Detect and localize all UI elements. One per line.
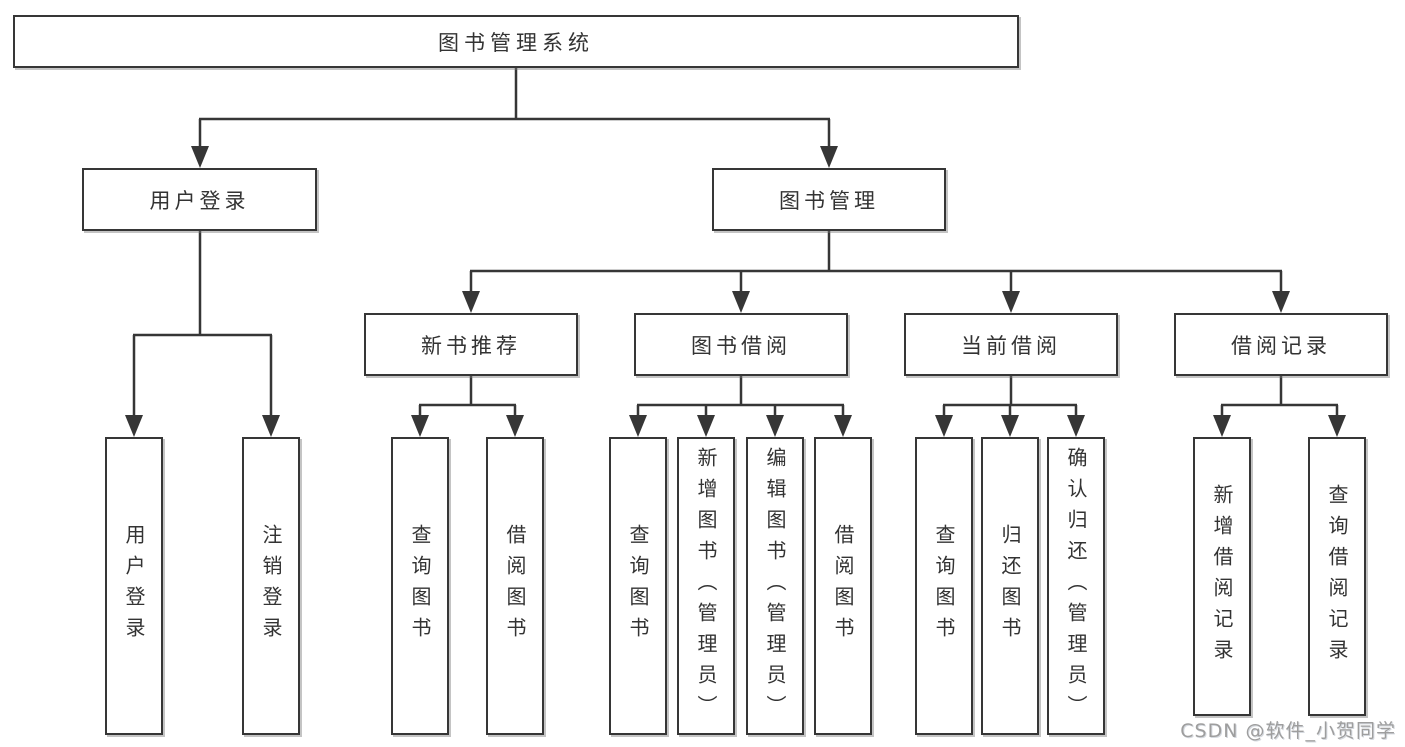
leaf-records-query-record: 查询借阅记录 xyxy=(1308,437,1366,716)
leaf-newbook-borrow-books-label: 借阅图书 xyxy=(503,524,527,648)
leaf-newbook-query-books-label: 查询图书 xyxy=(408,524,432,648)
leaf-borrow-edit-books-admin-label: 编辑图书（管理员） xyxy=(763,446,787,726)
leaf-user-login: 用户登录 xyxy=(105,437,163,735)
node-root-label: 图书管理系统 xyxy=(438,30,594,55)
leaf-borrow-add-books-admin-label: 新增图书（管理员） xyxy=(694,446,718,726)
node-book-management: 图书管理 xyxy=(712,168,946,231)
leaf-current-query-books: 查询图书 xyxy=(915,437,973,735)
leaf-newbook-query-books: 查询图书 xyxy=(391,437,449,735)
leaf-records-add-record-label: 新增借阅记录 xyxy=(1210,483,1234,670)
leaf-borrow-borrow-books: 借阅图书 xyxy=(814,437,872,735)
node-new-book-recommend-label: 新书推荐 xyxy=(421,333,521,358)
node-root: 图书管理系统 xyxy=(13,15,1019,68)
leaf-current-confirm-return-admin-label: 确认归还（管理员） xyxy=(1064,446,1088,726)
leaf-current-return-books: 归还图书 xyxy=(981,437,1039,735)
node-borrow-records-label: 借阅记录 xyxy=(1231,333,1331,358)
leaf-records-add-record: 新增借阅记录 xyxy=(1193,437,1251,716)
node-current-borrow: 当前借阅 xyxy=(904,313,1118,376)
leaf-logout-label: 注销登录 xyxy=(259,524,283,648)
node-user-login-label: 用户登录 xyxy=(149,188,250,213)
csdn-watermark: CSDN @软件_小贺同学 xyxy=(1180,720,1396,742)
leaf-current-return-books-label: 归还图书 xyxy=(998,524,1022,648)
leaf-borrow-borrow-books-label: 借阅图书 xyxy=(831,524,855,648)
leaf-current-confirm-return-admin: 确认归还（管理员） xyxy=(1047,437,1105,735)
leaf-borrow-query-books: 查询图书 xyxy=(609,437,667,735)
leaf-borrow-edit-books-admin: 编辑图书（管理员） xyxy=(746,437,804,735)
node-book-borrow: 图书借阅 xyxy=(634,313,848,376)
node-current-borrow-label: 当前借阅 xyxy=(961,333,1061,358)
leaf-current-query-books-label: 查询图书 xyxy=(932,524,956,648)
leaf-newbook-borrow-books: 借阅图书 xyxy=(486,437,544,735)
leaf-user-login-label: 用户登录 xyxy=(122,524,146,648)
leaf-borrow-query-books-label: 查询图书 xyxy=(626,524,650,648)
node-new-book-recommend: 新书推荐 xyxy=(364,313,578,376)
node-user-login: 用户登录 xyxy=(82,168,317,231)
node-borrow-records: 借阅记录 xyxy=(1174,313,1388,376)
leaf-records-query-record-label: 查询借阅记录 xyxy=(1325,483,1349,670)
leaf-logout: 注销登录 xyxy=(242,437,300,735)
node-book-borrow-label: 图书借阅 xyxy=(691,333,791,358)
node-book-management-label: 图书管理 xyxy=(779,188,879,213)
leaf-borrow-add-books-admin: 新增图书（管理员） xyxy=(677,437,735,735)
connector-paths xyxy=(132,68,1339,416)
